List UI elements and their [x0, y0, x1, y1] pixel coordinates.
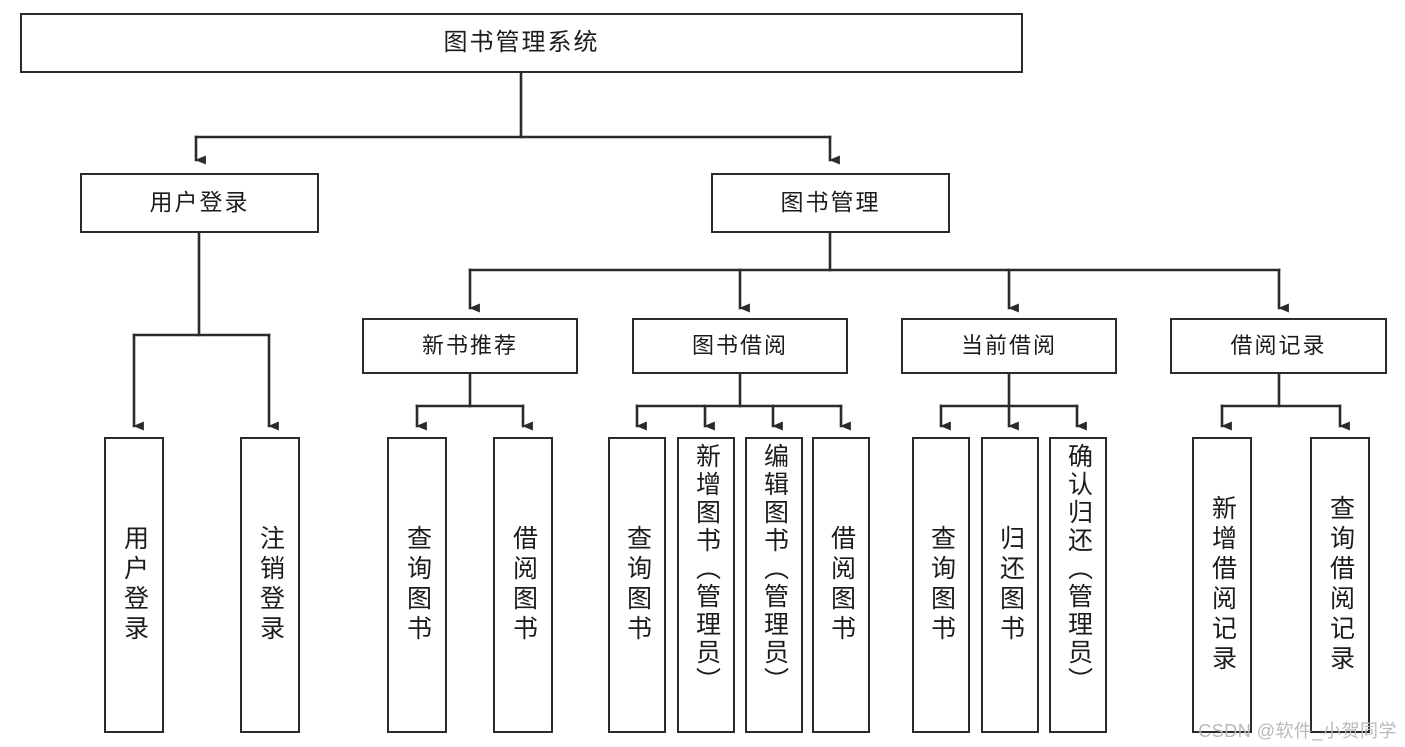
leaf-current-borrow-return-book[interactable]: 归还图书 [981, 437, 1039, 733]
leaf-current-borrow-query-book[interactable]: 查询图书 [912, 437, 970, 733]
leaf-book-borrow-borrow-book[interactable]: 借阅图书 [812, 437, 870, 733]
node-label: 新增借阅记录 [1208, 495, 1237, 675]
node-label: 查询图书 [927, 525, 956, 645]
node-label: 用户登录 [149, 189, 250, 216]
node-label: 新增图书（管理员） [692, 443, 721, 695]
node-label: 借阅图书 [509, 525, 538, 645]
node-label: 借阅记录 [1230, 332, 1327, 358]
leaf-user-login-logout[interactable]: 注销登录 [240, 437, 300, 733]
node-book-borrow[interactable]: 图书借阅 [632, 318, 848, 374]
leaf-borrow-record-query-record[interactable]: 查询借阅记录 [1310, 437, 1370, 733]
leaf-book-borrow-edit-book-admin[interactable]: 编辑图书（管理员） [745, 437, 803, 733]
node-label: 查询借阅记录 [1326, 495, 1355, 675]
node-label: 新书推荐 [421, 332, 518, 358]
node-borrow-record[interactable]: 借阅记录 [1170, 318, 1387, 374]
node-label: 图书管理 [780, 189, 881, 216]
leaf-new-book-borrow-book[interactable]: 借阅图书 [493, 437, 553, 733]
node-label: 查询图书 [623, 525, 652, 645]
node-label: 用户登录 [120, 525, 149, 645]
leaf-new-book-query-book[interactable]: 查询图书 [387, 437, 447, 733]
node-label: 借阅图书 [827, 525, 856, 645]
csdn-watermark: CSDN @软件_小贺同学 [1198, 721, 1397, 741]
node-current-borrow[interactable]: 当前借阅 [901, 318, 1117, 374]
node-user-login[interactable]: 用户登录 [80, 173, 319, 233]
node-label: 归还图书 [996, 525, 1025, 645]
node-label: 注销登录 [256, 525, 285, 645]
node-label: 图书借阅 [691, 332, 788, 358]
leaf-current-borrow-confirm-return-admin[interactable]: 确认归还（管理员） [1049, 437, 1107, 733]
node-root-book-management-system[interactable]: 图书管理系统 [20, 13, 1023, 73]
node-label: 当前借阅 [960, 332, 1057, 358]
node-label: 图书管理系统 [443, 28, 600, 56]
node-label: 编辑图书（管理员） [760, 443, 789, 695]
node-new-book-recommend[interactable]: 新书推荐 [362, 318, 578, 374]
leaf-book-borrow-add-book-admin[interactable]: 新增图书（管理员） [677, 437, 735, 733]
node-label: 查询图书 [403, 525, 432, 645]
leaf-book-borrow-query-book[interactable]: 查询图书 [608, 437, 666, 733]
leaf-borrow-record-add-record[interactable]: 新增借阅记录 [1192, 437, 1252, 733]
node-label: 确认归还（管理员） [1064, 443, 1093, 695]
leaf-user-login-login[interactable]: 用户登录 [104, 437, 164, 733]
node-book-management[interactable]: 图书管理 [711, 173, 950, 233]
